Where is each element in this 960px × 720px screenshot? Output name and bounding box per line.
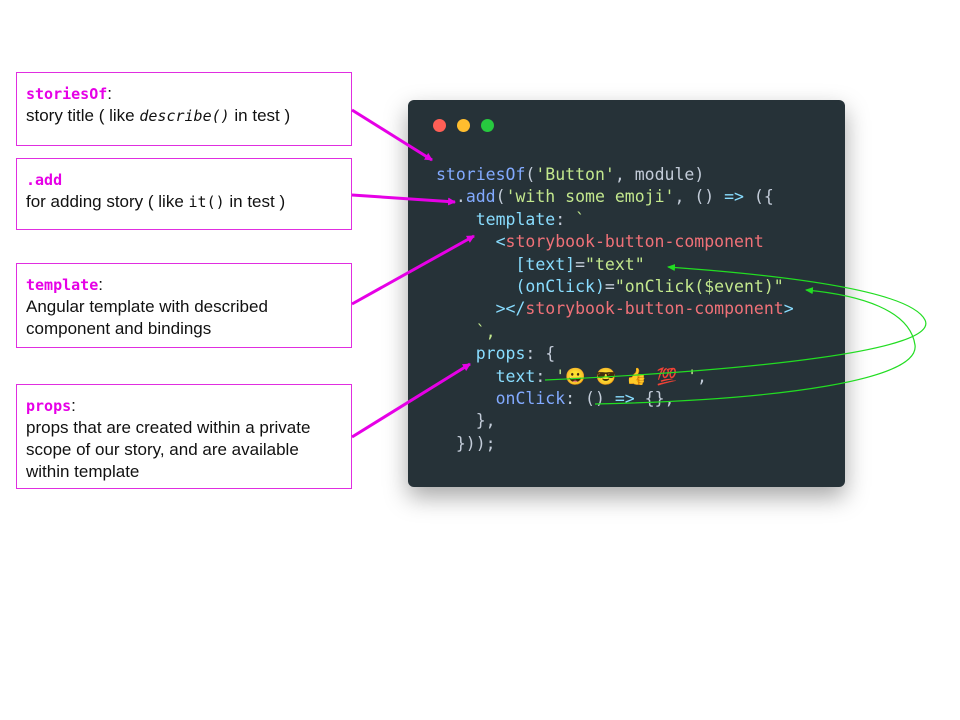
note-key: .add [26,171,63,189]
note-code: describe() [139,107,230,125]
maximize-dot-icon [481,119,494,132]
note-text: Angular template with described componen… [26,297,268,338]
note-props: props: props that are created within a p… [16,384,352,489]
note-text-end: in test ) [229,106,291,125]
note-template: template: Angular template with describe… [16,263,352,348]
note-text: for adding story ( like [26,192,189,211]
minimize-dot-icon [457,119,470,132]
code-block: storiesOf('Button', module) .add('with s… [436,165,794,453]
note-colon: : [71,396,76,415]
note-key: storiesOf [26,85,108,103]
note-key: template [26,276,99,294]
note-add: .add for adding story ( like it() in tes… [16,158,352,230]
arrow-props [351,362,471,439]
note-text-end: in test ) [224,192,286,211]
binding-arrow-onclick [594,287,916,405]
binding-arrow-text [544,264,927,381]
note-text: props that are created within a private … [26,418,311,481]
note-storiesof: storiesOf: story title ( like describe()… [16,72,352,146]
note-colon: : [98,275,103,294]
close-dot-icon [433,119,446,132]
code-editor-window: storiesOf('Button', module) .add('with s… [408,100,845,487]
arrow-storiesof [351,108,433,162]
note-key: props [26,397,72,415]
arrow-add [351,193,456,206]
arrow-template [351,234,475,306]
note-code: it() [188,193,225,211]
note-text: story title ( like [26,106,140,125]
note-colon: : [107,84,113,103]
